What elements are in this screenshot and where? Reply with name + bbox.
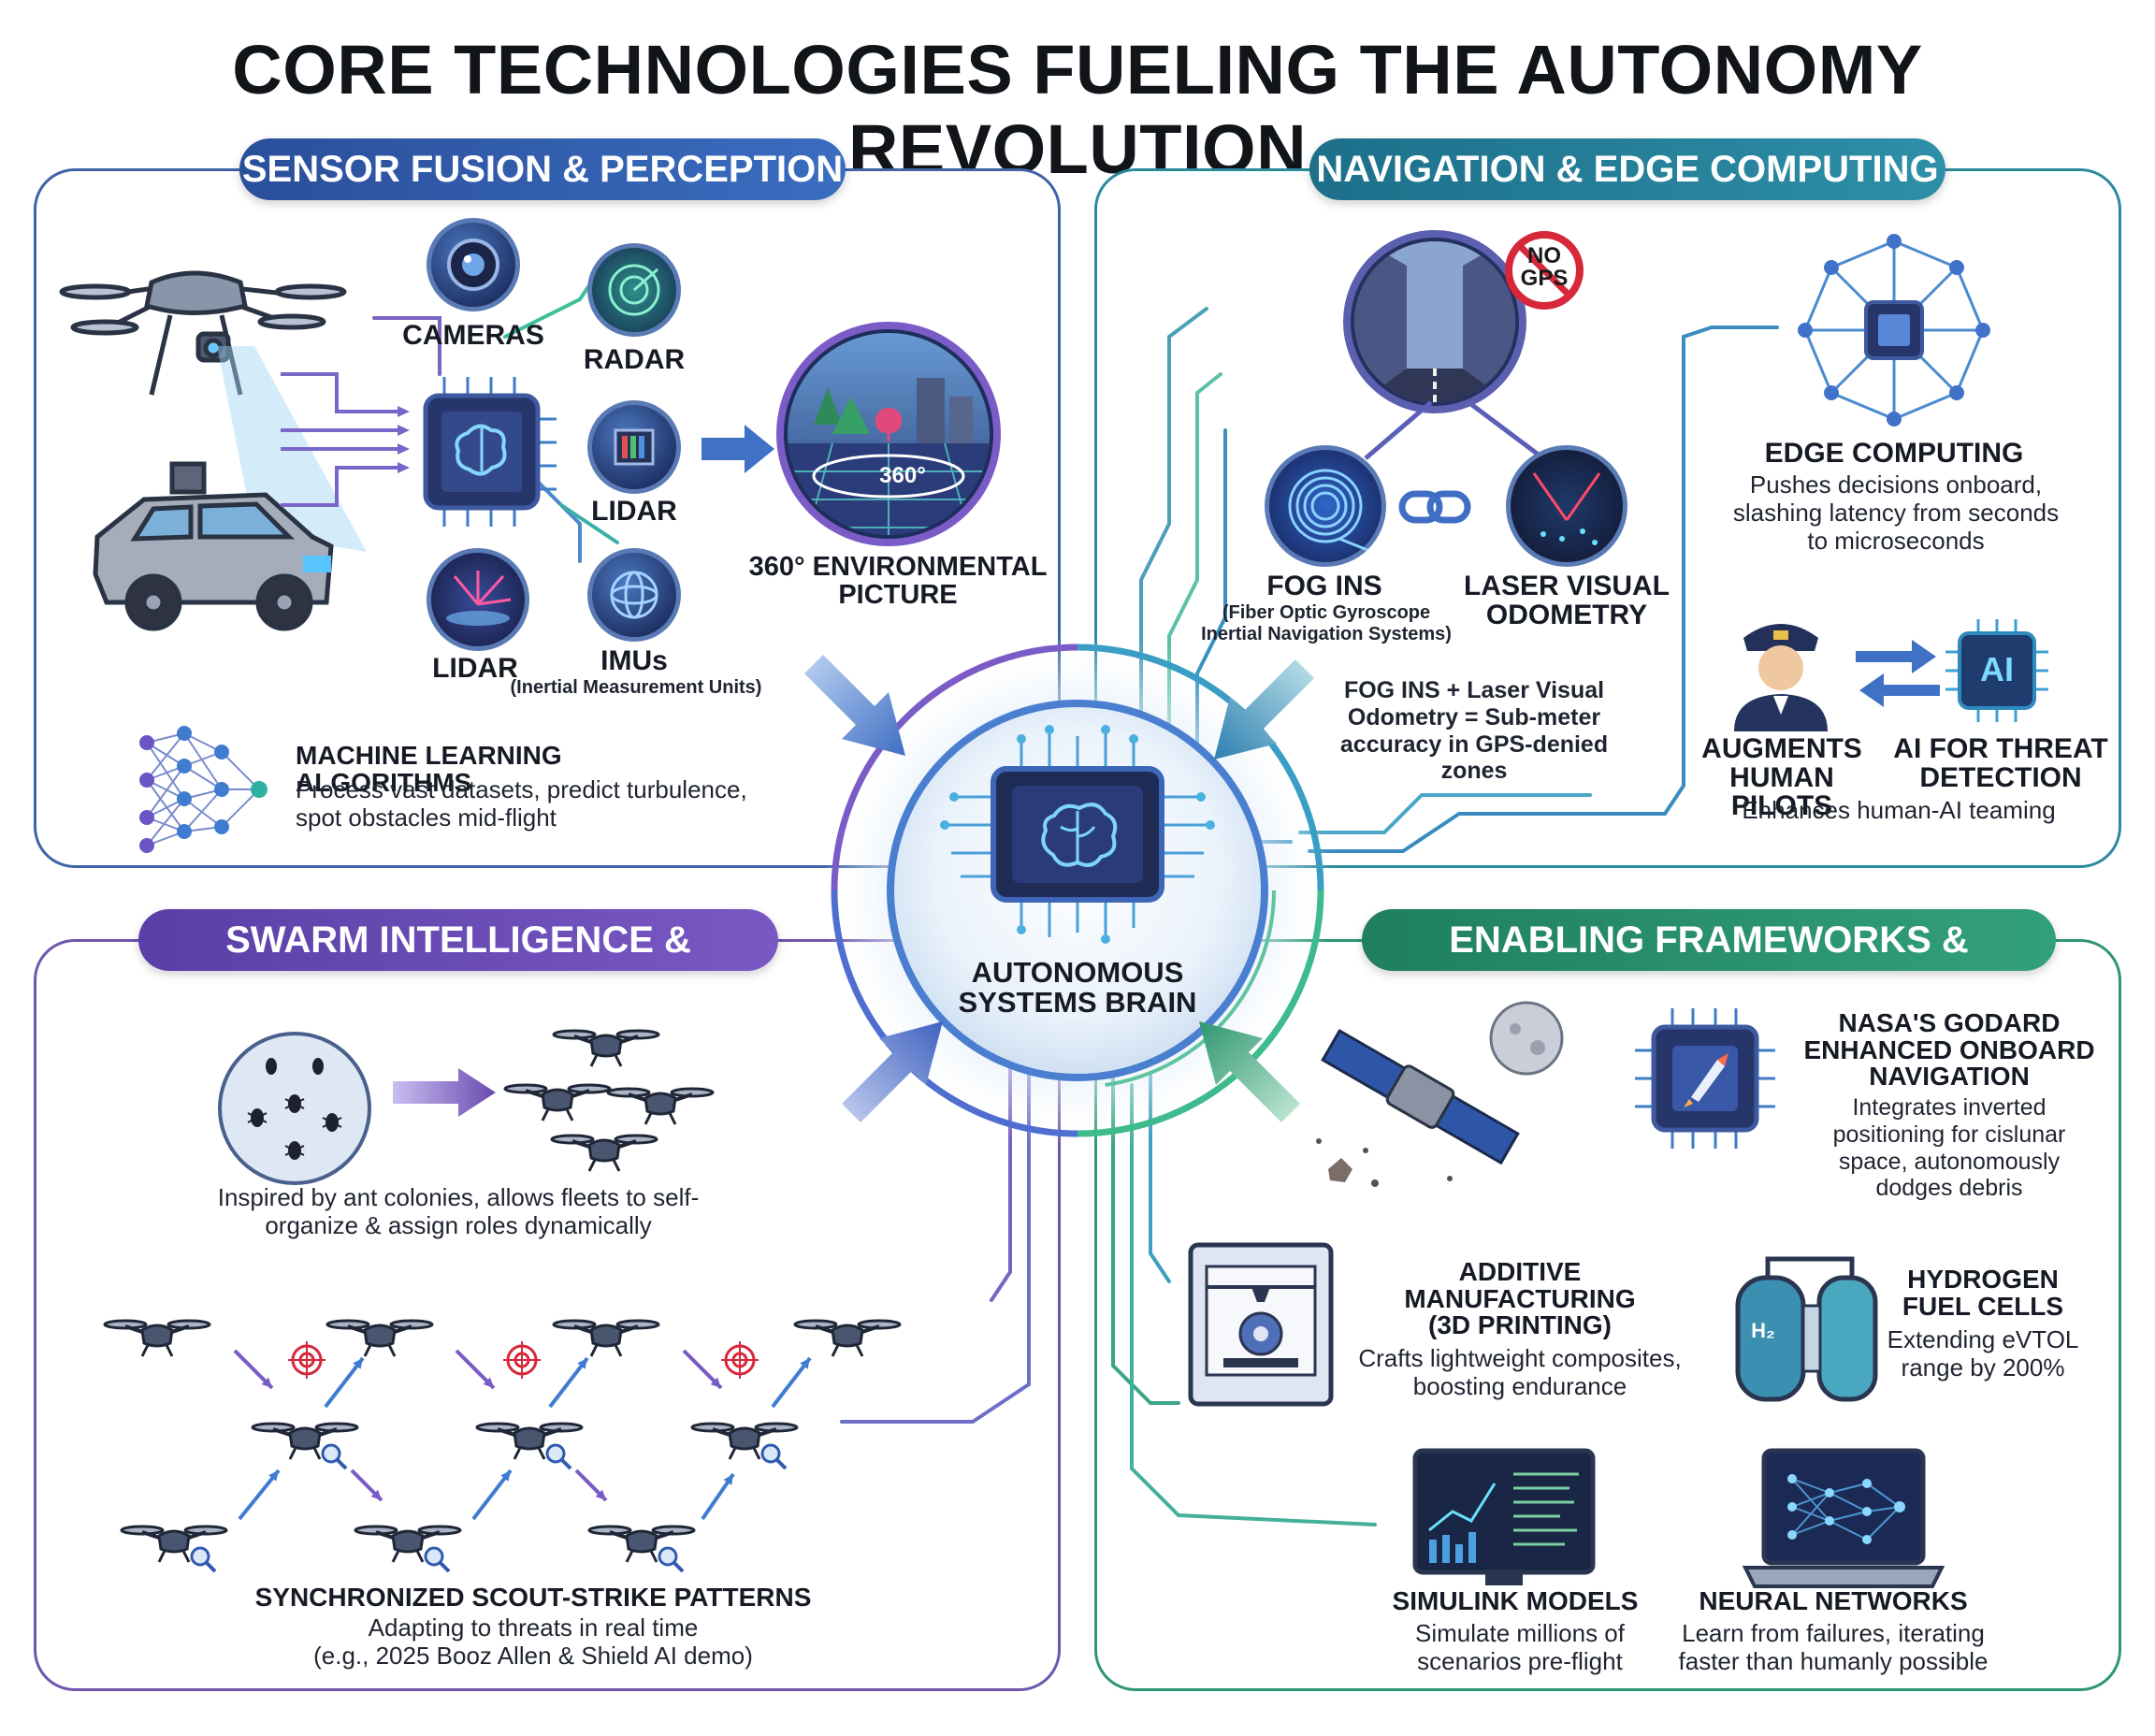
ml-description: Process vast datasets, predict turbulenc… xyxy=(296,775,747,832)
satellite-debris-icon xyxy=(1316,1001,1564,1187)
scout-strike-title: SYNCHRONIZED SCOUT-STRIKE PATTERNS xyxy=(254,1583,812,1612)
nasa-chip-icon xyxy=(1635,1008,1775,1149)
neural-net-icon xyxy=(139,726,268,853)
lidar-sensor-icon xyxy=(587,400,681,494)
scout-strike-description: Adapting to threats in real time xyxy=(368,1613,699,1642)
swarm-drone xyxy=(550,1134,658,1172)
hydrogen-tank-icon xyxy=(1735,1256,1878,1402)
env-badge: 360° xyxy=(879,463,926,488)
camera-lens-glyph xyxy=(447,239,499,291)
lidar-left-label: LIDAR xyxy=(432,653,518,684)
lidar-pulse-glyph xyxy=(446,571,512,626)
imu-gyro-glyph xyxy=(610,571,658,619)
lidar-right-label: LIDAR xyxy=(591,496,677,527)
pilot-icon xyxy=(1734,624,1828,731)
ground-vehicle-icon xyxy=(93,461,334,631)
support-drone xyxy=(120,1525,228,1573)
scout-drone xyxy=(793,1319,902,1357)
camera-icon xyxy=(427,218,520,311)
fog-ins-sublabel: (Fiber Optic Gyroscope Inertial Navigati… xyxy=(1201,602,1452,644)
ant-colony-description: Inspired by ant colonies, allows fleets … xyxy=(217,1183,700,1239)
env-picture-label: 360° ENVIRONMENTAL PICTURE xyxy=(748,552,1048,610)
augments-pilots-label: AUGMENTS HUMAN PILOTS xyxy=(1701,733,1862,822)
sensor-header: SENSOR FUSION & PERCEPTION xyxy=(239,138,846,200)
lidar-bars-glyph xyxy=(614,428,655,466)
imu-icon xyxy=(587,548,681,642)
strike-drone xyxy=(251,1422,359,1470)
additive-manufacturing-description: Crafts lightweight composites, boosting … xyxy=(1358,1344,1682,1400)
fog-coil-glyph xyxy=(1288,469,1368,552)
edge-computing-description: Pushes decisions onboard, slashing laten… xyxy=(1732,470,2060,555)
drone-swarm-layer xyxy=(103,1029,902,1573)
scout-drone xyxy=(325,1319,434,1357)
nasa-description: Integrates inverted positioning for cisl… xyxy=(1832,1094,2066,1202)
simulink-description: Simulate millions of scenarios pre-fligh… xyxy=(1415,1619,1625,1675)
imus-label: IMUs xyxy=(600,645,668,676)
nasa-title: NASA'S GODARD ENHANCED ONBOARD NAVIGATIO… xyxy=(1803,1008,2095,1092)
support-drone xyxy=(354,1525,462,1573)
scout-strike-example: (e.g., 2025 Booz Allen & Shield AI demo) xyxy=(313,1642,753,1670)
laser-odometry-label: LASER VISUAL ODOMETRY xyxy=(1463,571,1670,630)
fog-ins-label: FOG INS xyxy=(1266,571,1382,601)
chain-link-icon xyxy=(1398,490,1471,524)
no-gps-label: NO GPS xyxy=(1520,243,1569,292)
edge-computing-title: EDGE COMPUTING xyxy=(1764,438,2024,469)
laser-beam-glyph xyxy=(1532,472,1601,545)
enabling-header: ENABLING FRAMEWORKS & HARDWARE xyxy=(1362,909,2056,1022)
strike-drone xyxy=(690,1422,799,1470)
hydrogen-title: HYDROGEN FUEL CELLS xyxy=(1902,1265,2064,1321)
navigation-header: NAVIGATION & EDGE COMPUTING xyxy=(1309,138,1945,200)
ai-threat-label: AI FOR THREAT DETECTION xyxy=(1893,733,2108,793)
quadcopter-drone-icon xyxy=(59,270,347,396)
center-hub xyxy=(820,633,1335,1148)
swarm-header: SWARM INTELLIGENCE & TEAMING xyxy=(138,909,778,1022)
fusion-chip-icon xyxy=(423,377,557,527)
swarm-drone xyxy=(503,1083,612,1121)
swarm-drone xyxy=(606,1087,715,1125)
nav-triangle-lines xyxy=(1364,400,1545,460)
scout-drone xyxy=(552,1319,660,1357)
edge-computing-network-icon xyxy=(1798,234,1990,427)
swap-arrows-icon xyxy=(1856,640,1940,707)
page-title: CORE TECHNOLOGIES FUELING THE AUTONOMY R… xyxy=(232,31,1923,188)
no-gps-badge xyxy=(1505,231,1584,310)
sensor-to-env-arrow xyxy=(701,425,774,473)
ai-badge: AI xyxy=(1980,650,2014,688)
neural-network-laptop-icon xyxy=(1742,1448,1945,1588)
sensor-input-lines xyxy=(281,372,410,507)
fog-ins-icon xyxy=(1265,445,1386,567)
simulink-title: SIMULINK MODELS xyxy=(1392,1586,1639,1615)
simulink-monitor-icon xyxy=(1412,1448,1596,1585)
ai-chip-icon xyxy=(1945,619,2048,722)
neural-networks-title: NEURAL NETWORKS xyxy=(1699,1586,1968,1615)
3d-printer-icon xyxy=(1188,1242,1334,1407)
support-drone xyxy=(587,1525,696,1573)
city-street-icon xyxy=(1343,230,1526,413)
environment-360-icon xyxy=(776,322,1001,546)
ant-colony-icon xyxy=(218,1032,371,1185)
center-label: AUTONOMOUS SYSTEMS BRAIN xyxy=(958,956,1197,1019)
swarm-arrow xyxy=(393,1068,496,1117)
teaming-description: Enhances human-AI teaming xyxy=(1742,796,2056,824)
radar-sweep-glyph xyxy=(608,264,660,316)
additive-manufacturing-title: ADDITIVE MANUFACTURING (3D PRINTING) xyxy=(1404,1257,1636,1340)
hydrogen-description: Extending eVTOL range by 200% xyxy=(1887,1325,2079,1382)
ml-title: MACHINE LEARNING ALGORITHMS xyxy=(296,741,562,797)
neural-networks-description: Learn from failures, iterating faster th… xyxy=(1678,1619,1989,1675)
imus-sublabel: (Inertial Measurement Units) xyxy=(510,677,762,698)
cameras-label: CAMERAS xyxy=(402,320,544,351)
h2-badge: H₂ xyxy=(1751,1319,1775,1342)
laser-odometry-icon xyxy=(1506,445,1627,567)
combo-description: FOG INS + Laser Visual Odometry = Sub-me… xyxy=(1339,677,1609,785)
scout-drone xyxy=(103,1319,211,1357)
strike-drone xyxy=(475,1422,584,1470)
swarm-drone xyxy=(552,1029,660,1067)
radar-label: RADAR xyxy=(583,344,686,375)
